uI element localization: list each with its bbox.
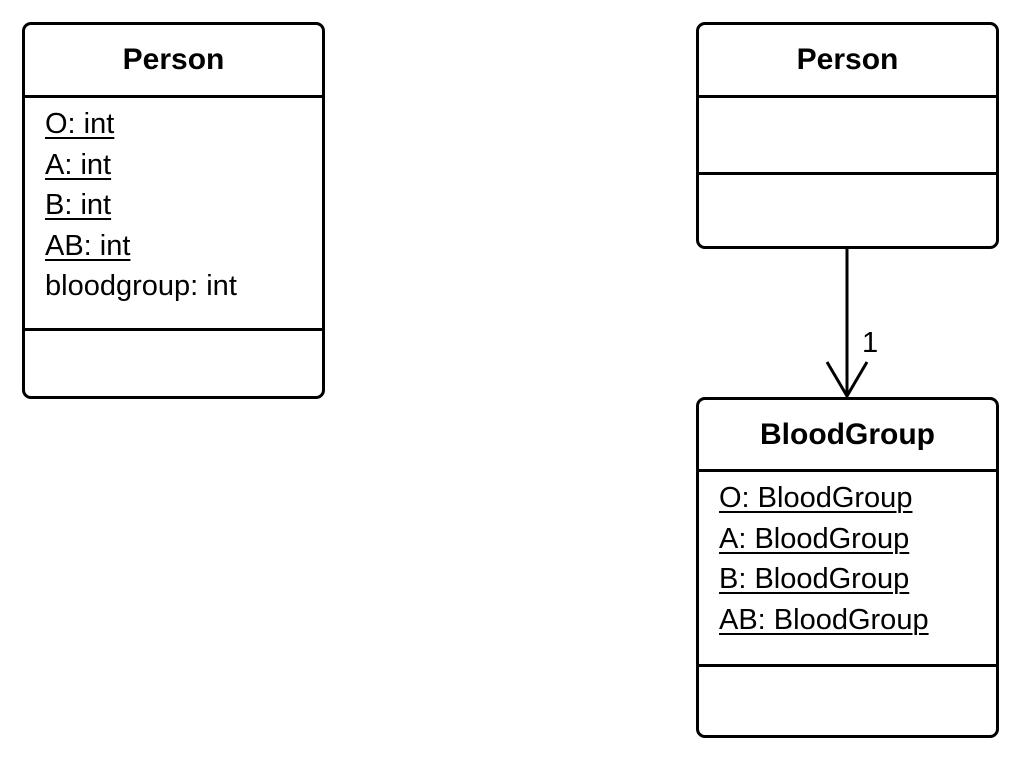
- person-class-name: Person: [699, 25, 996, 98]
- attribute-b: B: int: [45, 189, 112, 221]
- bloodgroup-class: BloodGroup O: BloodGroup A: BloodGroup B…: [696, 397, 999, 738]
- person-attributes: O: int A: int B: int AB: int bloodgroup:…: [25, 98, 322, 331]
- bloodgroup-attributes: O: BloodGroup A: BloodGroup B: BloodGrou…: [699, 472, 996, 667]
- attribute-a: A: int: [45, 148, 112, 181]
- attribute-bloodgroup: bloodgroup: int: [45, 270, 237, 302]
- attribute-a-bloodgroup: A: BloodGroup: [719, 522, 910, 555]
- person-class-right: Person: [696, 22, 999, 249]
- attribute-o: O: int: [45, 108, 115, 140]
- person-attributes: [699, 98, 996, 175]
- person-class-name: Person: [25, 25, 322, 98]
- person-class-left: Person O: int A: int B: int AB: int bloo…: [22, 22, 325, 399]
- attribute-ab: AB: int: [45, 229, 131, 262]
- association-arrowhead-icon: [825, 361, 869, 399]
- attribute-b-bloodgroup: B: BloodGroup: [719, 563, 910, 595]
- association-multiplicity: 1: [862, 327, 878, 359]
- attribute-o-bloodgroup: O: BloodGroup: [719, 482, 913, 514]
- attribute-ab-bloodgroup: AB: BloodGroup: [719, 603, 929, 636]
- bloodgroup-class-name: BloodGroup: [699, 400, 996, 472]
